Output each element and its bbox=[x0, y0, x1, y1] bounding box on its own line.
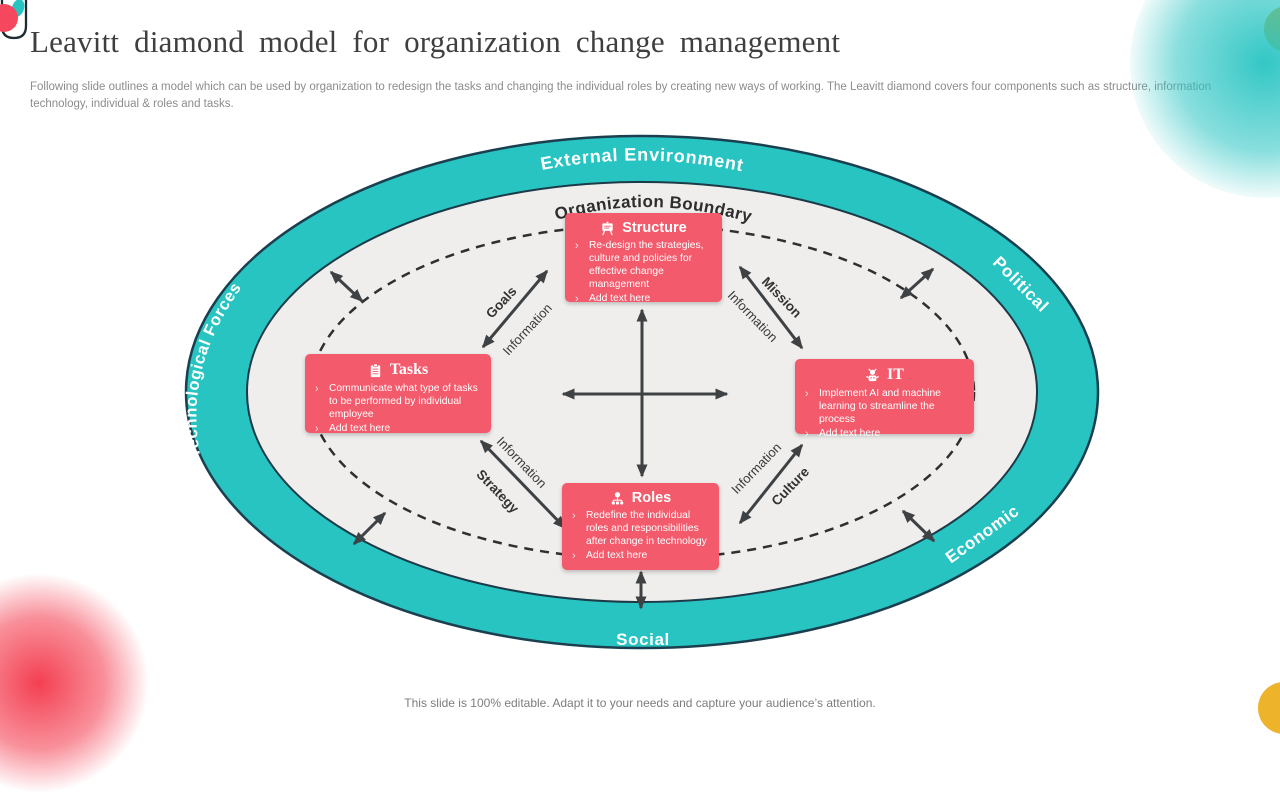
page-title: Leavitt diamond model for organization c… bbox=[30, 24, 841, 59]
bullet-text: Redefine the individual roles and respon… bbox=[586, 510, 707, 547]
bullet-text: Add text here bbox=[589, 292, 651, 304]
bullet-text: Add text here bbox=[819, 427, 881, 439]
node-title: IT bbox=[887, 366, 904, 383]
bullet-item: › Add text here bbox=[805, 428, 968, 442]
chevron-bullet-icon: › bbox=[575, 240, 579, 252]
bullet-item: › Add text here bbox=[572, 550, 713, 564]
editable-note: This slide is 100% editable. Adapt it to… bbox=[404, 696, 876, 710]
bullet-text: Implement AI and machine learning to str… bbox=[819, 388, 941, 425]
node-title: Tasks bbox=[389, 361, 429, 378]
node-title: Structure bbox=[622, 220, 687, 236]
node-bullets: › Redefine the individual roles and respo… bbox=[572, 510, 713, 564]
bullet-item: › Add text here bbox=[575, 293, 716, 307]
arrow-tasks-roles bbox=[479, 439, 567, 530]
bullet-item: › Add text here bbox=[315, 423, 485, 437]
bullet-item: › Implement AI and machine learning to st… bbox=[805, 388, 968, 427]
chevron-bullet-icon: › bbox=[805, 388, 809, 400]
presentation-board-icon bbox=[600, 220, 615, 236]
chevron-bullet-icon: › bbox=[572, 549, 576, 562]
clipboard-icon bbox=[368, 363, 383, 378]
bullet-text: Add text here bbox=[586, 549, 648, 561]
tasks-card: Tasks › Communicate what type of tasks to… bbox=[305, 354, 491, 435]
chevron-bullet-icon: › bbox=[572, 510, 576, 522]
arrow-roles-it bbox=[738, 443, 804, 525]
org-chart-icon bbox=[610, 491, 625, 506]
arrow-tasks-structure bbox=[481, 269, 549, 349]
node-title: Roles bbox=[631, 490, 672, 506]
chevron-bullet-icon: › bbox=[575, 292, 579, 305]
slide-description: Following slide outlines a model which c… bbox=[30, 81, 1212, 110]
node-bullets: › Communicate what type of tasks to be pe… bbox=[315, 383, 485, 437]
leavitt-diamond-diagram: External Environment Organization Bounda… bbox=[184, 134, 1100, 650]
arrow-boundary-bottom-left bbox=[352, 511, 387, 546]
arrow-structure-it bbox=[738, 265, 804, 350]
chevron-bullet-icon: › bbox=[315, 422, 319, 435]
chevron-bullet-icon: › bbox=[315, 383, 319, 395]
arrow-boundary-top-right bbox=[899, 267, 935, 300]
arrow-boundary-bottom-right bbox=[901, 509, 936, 543]
node-bullets: › Re-design the strategies, culture and p… bbox=[575, 240, 716, 307]
structure-card: Structure › Re-design the strategies, cul… bbox=[565, 213, 722, 305]
robot-icon bbox=[865, 368, 880, 383]
bullet-text: Add text here bbox=[329, 422, 391, 434]
social-label: Social bbox=[616, 630, 670, 649]
bullet-text: Re-design the strategies, culture and po… bbox=[589, 240, 704, 290]
bullet-item: › Redefine the individual roles and respo… bbox=[572, 510, 713, 549]
bullet-item: › Communicate what type of tasks to be pe… bbox=[315, 383, 485, 422]
bullet-text: Communicate what type of tasks to be per… bbox=[329, 383, 478, 420]
roles-card: Roles › Redefine the individual roles and… bbox=[562, 483, 719, 570]
node-bullets: › Implement AI and machine learning to st… bbox=[805, 388, 968, 442]
bullet-item: › Re-design the strategies, culture and p… bbox=[575, 240, 716, 292]
chevron-bullet-icon: › bbox=[805, 427, 809, 440]
it-card: IT › Implement AI and machine learning to… bbox=[795, 359, 974, 440]
arrow-boundary-top-left bbox=[329, 270, 364, 303]
